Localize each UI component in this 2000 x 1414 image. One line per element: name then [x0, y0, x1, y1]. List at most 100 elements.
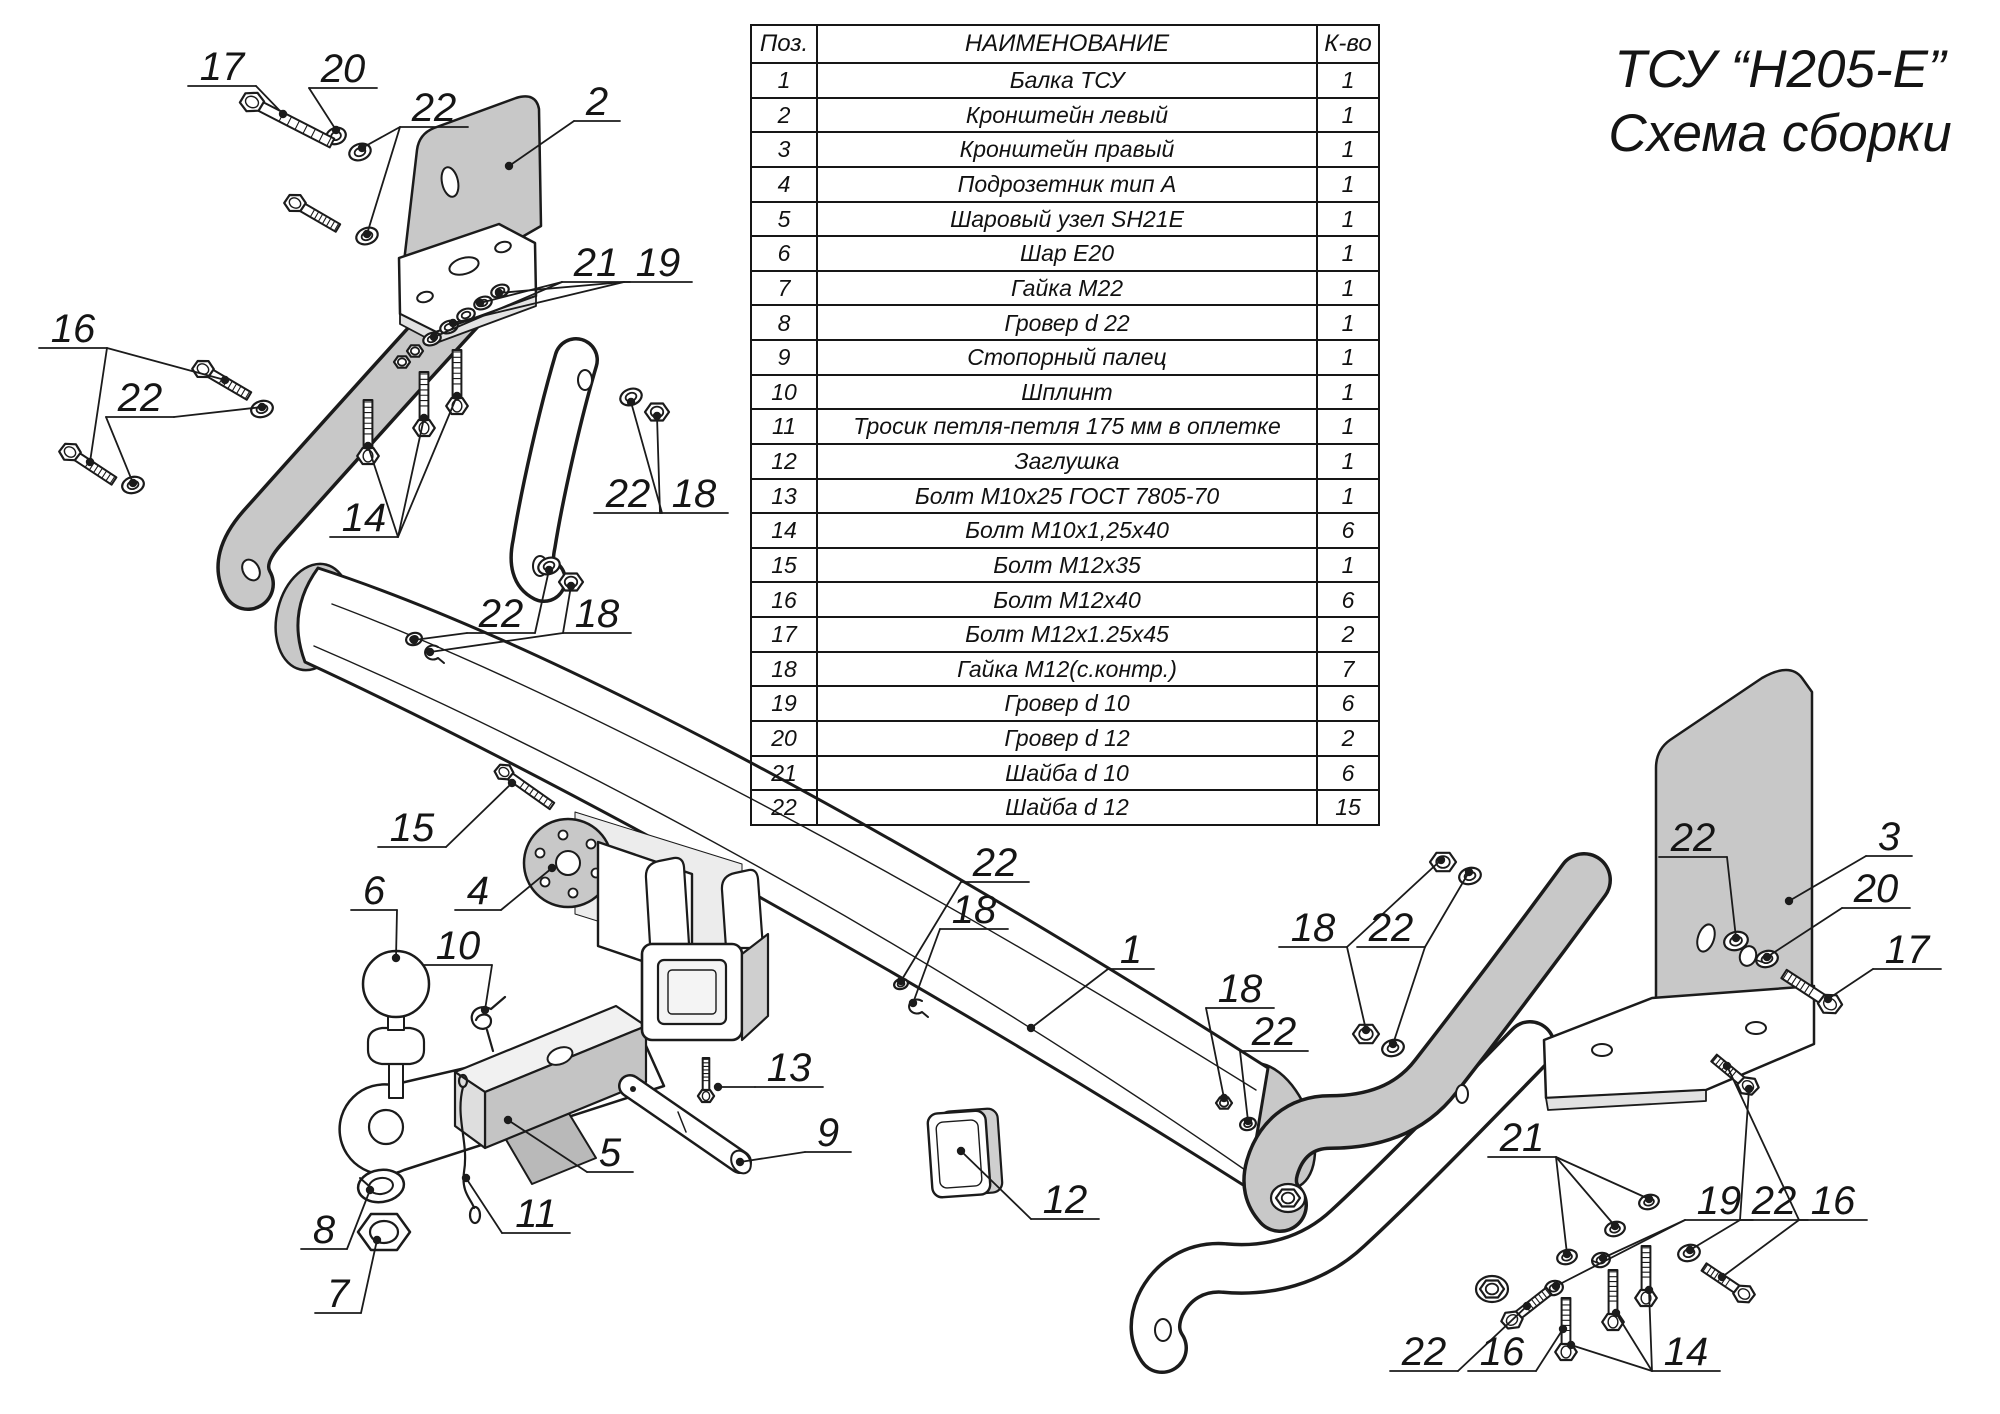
leader-dot [956, 1146, 966, 1156]
leader-dot [278, 109, 288, 119]
callout-label: 19 [636, 241, 681, 285]
callout-label: 3 [1878, 815, 1900, 859]
leader-dot [331, 125, 341, 135]
cell-pos: 14 [750, 512, 818, 549]
leader-line [366, 126, 401, 235]
cell-name: Кронштейн левый [816, 96, 1318, 134]
cell-pos: 5 [750, 200, 818, 238]
leader-dot [1562, 1249, 1572, 1259]
cell-qty: 7 [1316, 650, 1380, 688]
leader-dot [735, 1157, 745, 1167]
cell-pos: 4 [750, 165, 818, 203]
callout-1: 1 [1026, 928, 1155, 1033]
leader-line [484, 964, 493, 1011]
cell-qty: 6 [1316, 754, 1380, 792]
callout-label: 22 [411, 86, 457, 130]
receiver-opening-inner [667, 969, 717, 1015]
leader-line [1555, 1219, 1686, 1287]
leader-line [367, 445, 399, 538]
col-header-pos: Поз. [750, 24, 818, 64]
bolt-icon [356, 399, 380, 466]
right-base-plate-edge [1545, 1089, 1707, 1111]
leader-line [960, 1150, 1032, 1220]
leader-dot [626, 397, 636, 407]
cell-name: Шар Е20 [816, 235, 1318, 272]
callout-label: 10 [436, 924, 481, 968]
cell-qty: 1 [1316, 165, 1380, 203]
cell-qty: 1 [1316, 408, 1380, 445]
cell-name: Гровер d 12 [816, 719, 1318, 757]
leader-dot [220, 375, 230, 385]
cell-pos: 19 [750, 685, 818, 722]
leader-line [507, 1119, 588, 1173]
callout-label: 21 [573, 241, 619, 285]
leader-dot [372, 1235, 382, 1245]
callout-label: 22 [605, 472, 651, 516]
leader-line [1555, 1156, 1650, 1200]
nut-icon [392, 355, 412, 369]
callout-label: 18 [1218, 967, 1263, 1011]
leader-dot [425, 647, 435, 657]
left-bracket [216, 95, 599, 611]
cell-qty: 1 [1316, 269, 1380, 307]
leader-dot [507, 778, 517, 788]
cell-qty: 1 [1316, 96, 1380, 134]
cell-qty: 1 [1316, 442, 1380, 480]
nut-icon [405, 344, 425, 358]
safety-cable [457, 1073, 482, 1225]
callout-21: 21 [429, 241, 631, 342]
leader-dot [1717, 1272, 1727, 1282]
callout-22: 22 [1658, 816, 1741, 943]
leader-line [413, 632, 468, 641]
beam-crease-bottom [313, 645, 1249, 1173]
callout-label: 22 [972, 841, 1018, 885]
leader-dot [1219, 1093, 1229, 1103]
cell-name: Тросик петля-петля 175 мм в оплетке [816, 408, 1318, 445]
callout-20: 20 [1762, 867, 1911, 962]
stopper-pin [618, 1074, 752, 1175]
bolt-icon [58, 442, 118, 486]
receiver-tab-left [644, 856, 691, 946]
bolt-icon [1634, 1245, 1658, 1308]
cell-qty: 1 [1316, 131, 1380, 168]
cell-pos: 13 [750, 477, 818, 515]
col-header-qty: К-во [1316, 24, 1380, 64]
callout-label: 22 [478, 592, 524, 636]
callout-18: 18 [908, 888, 1009, 1008]
left-base-slot [448, 256, 480, 276]
leader-line [656, 415, 661, 514]
right-arm-rear-hole [1154, 1318, 1172, 1342]
leader-line [465, 1177, 503, 1234]
callout-18: 18 [652, 411, 729, 516]
callout-label: 17 [200, 45, 246, 89]
leader-dot [1551, 1281, 1561, 1291]
callout-22: 22 [1389, 1301, 1532, 1374]
leader-dot [461, 1173, 471, 1183]
bolt-icon [696, 1057, 716, 1104]
leader-line [397, 417, 425, 538]
leader-line [500, 867, 553, 911]
leader-dot [544, 565, 554, 575]
cell-qty: 1 [1316, 546, 1380, 584]
callout-17: 17 [1823, 928, 1942, 1004]
callout-label: 11 [515, 1192, 557, 1236]
callout-label: 9 [817, 1111, 839, 1155]
leader-dot [1722, 1061, 1732, 1071]
drawing-title-line2: Схема сборки [1608, 103, 1952, 163]
callout-22: 22 [357, 86, 469, 239]
leader-line [1689, 1219, 1741, 1251]
callout-label: 7 [327, 1272, 351, 1316]
leader-line [255, 85, 284, 115]
leader-dot [357, 143, 367, 153]
